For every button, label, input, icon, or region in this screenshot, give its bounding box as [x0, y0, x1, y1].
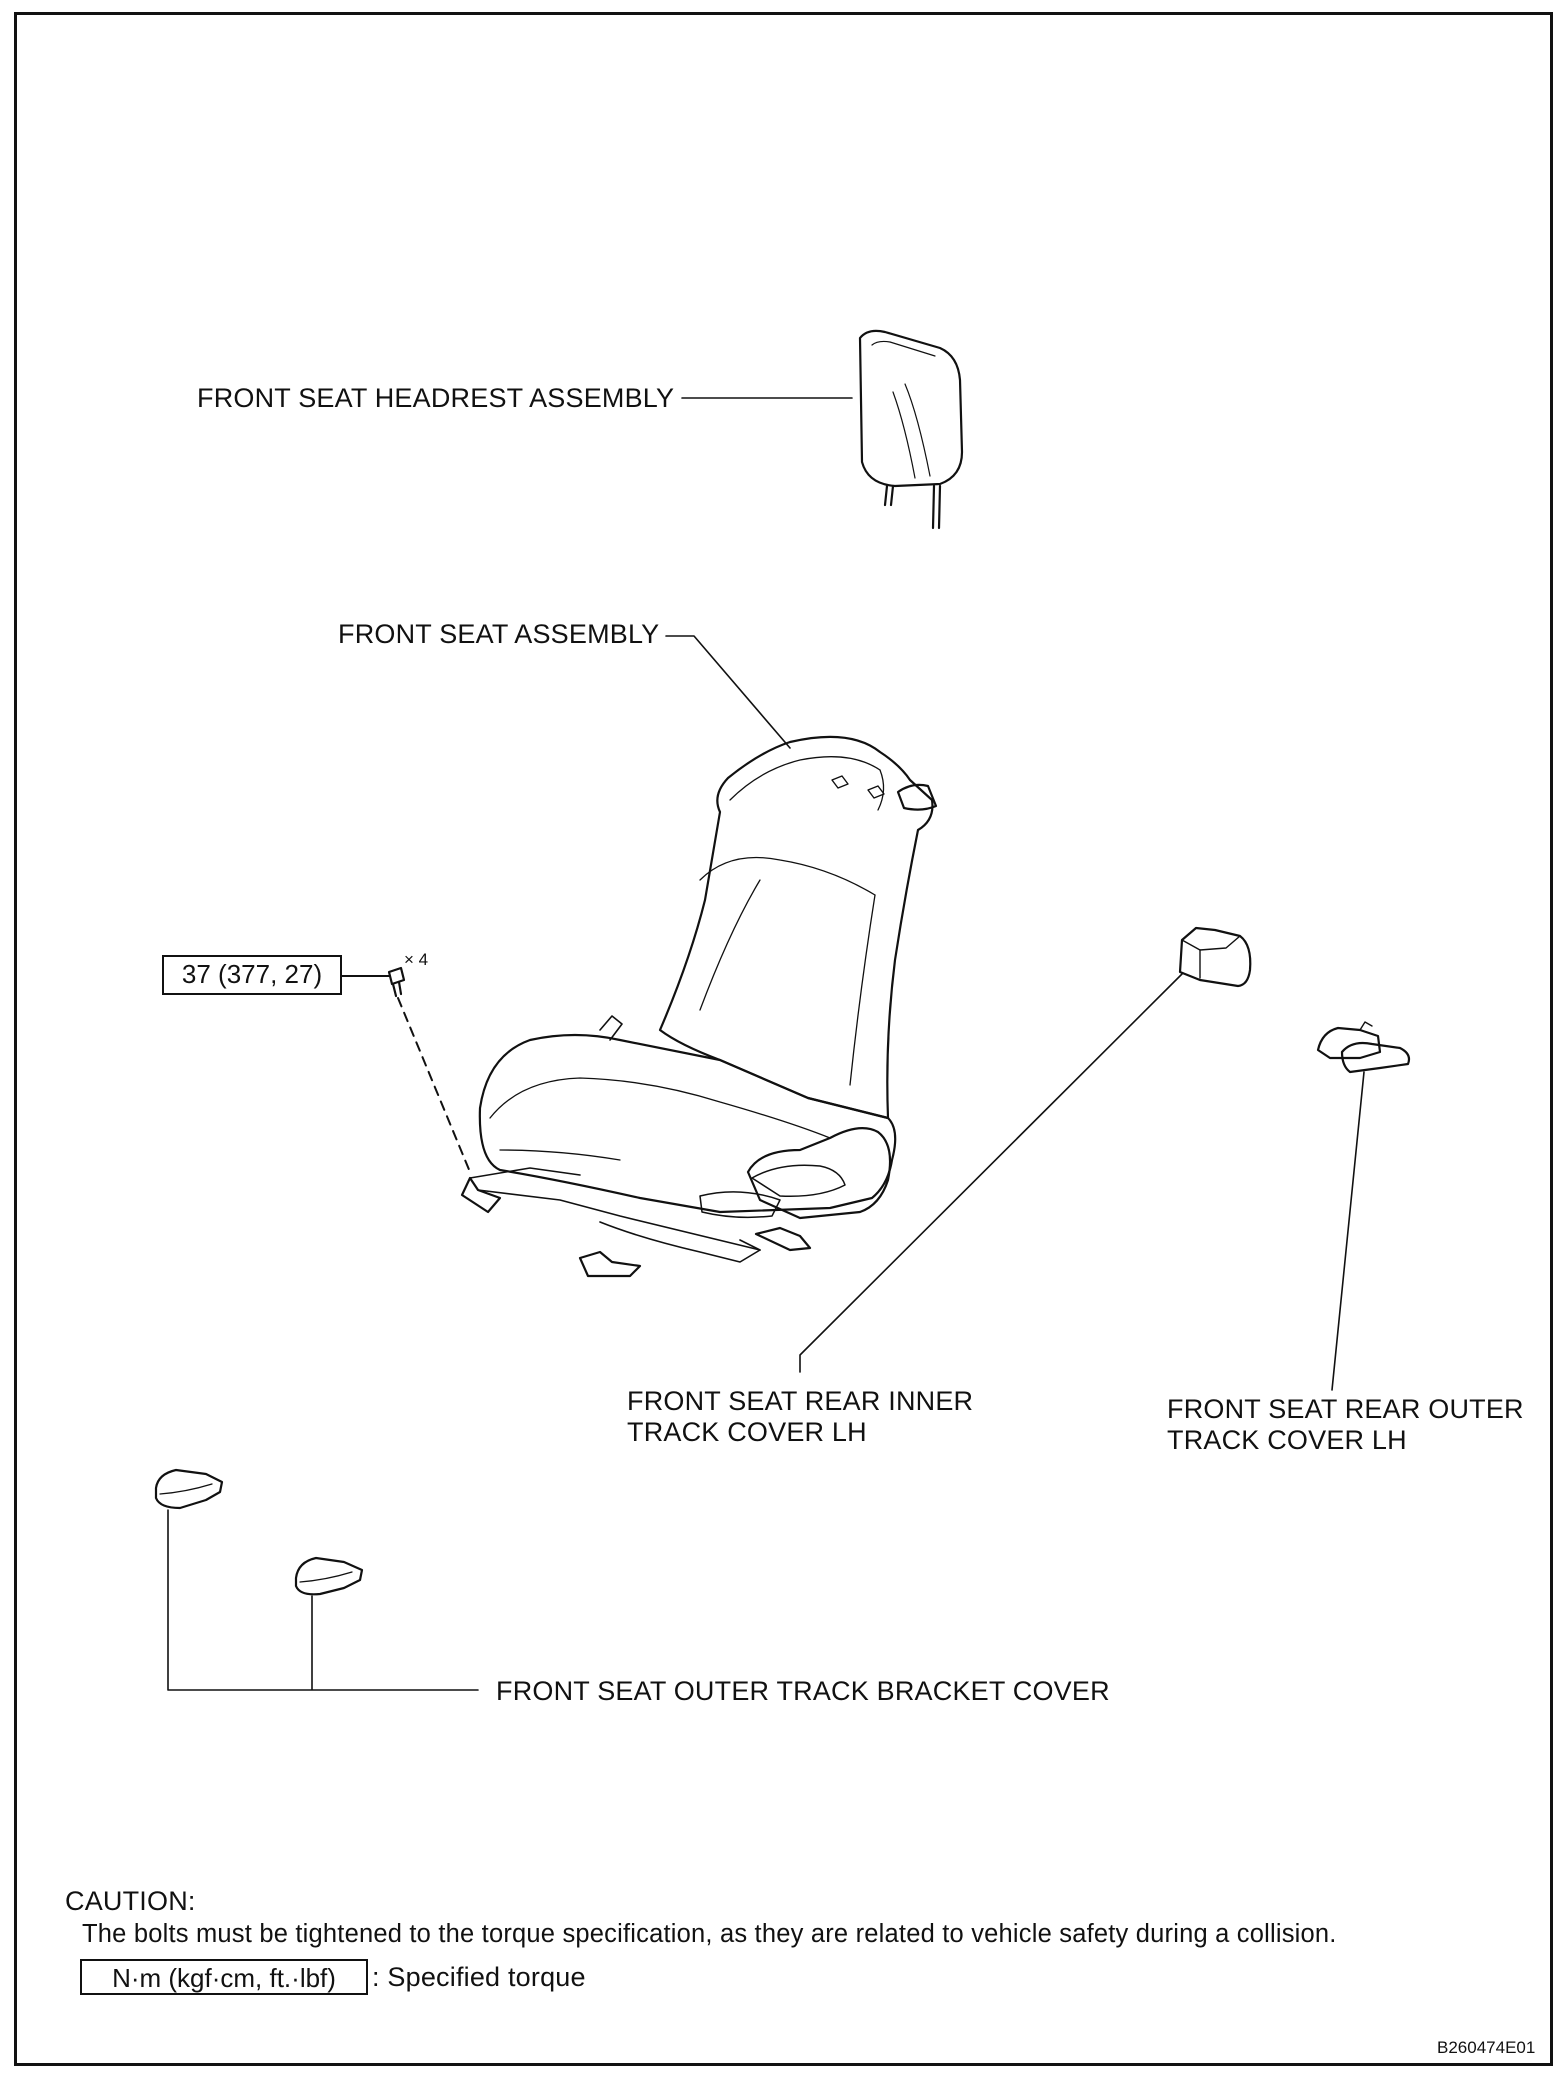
figure-id: B260474E01 — [1437, 2038, 1536, 2057]
headrest-icon — [858, 329, 964, 530]
rear-inner-cover-label-2: TRACK COVER LH — [627, 1417, 867, 1447]
diagram-frame — [14, 12, 1553, 2066]
bracket-cover-2-icon — [294, 1556, 364, 1596]
rear-inner-track-cover-icon — [1178, 926, 1252, 988]
torque-legend-text: : Specified torque — [372, 1962, 586, 1992]
rear-outer-cover-label-1: FRONT SEAT REAR OUTER — [1167, 1394, 1524, 1424]
rear-outer-cover-label-2: TRACK COVER LH — [1167, 1425, 1407, 1455]
bracket-cover-leader-lines — [167, 1509, 479, 1691]
headrest-label: FRONT SEAT HEADREST ASSEMBLY — [197, 383, 675, 413]
caution-text: The bolts must be tightened to the torqu… — [82, 1920, 1337, 1948]
bolt-quantity: × 4 — [404, 950, 429, 969]
caution-heading: CAUTION: — [65, 1886, 196, 1916]
bracket-cover-label: FRONT SEAT OUTER TRACK BRACKET COVER — [496, 1676, 1110, 1706]
rear-inner-leader-line — [799, 973, 1183, 1373]
front-seat-icon — [460, 735, 938, 1278]
bolt-icon — [387, 966, 406, 998]
bolt-dashed-line — [397, 997, 471, 1173]
rear-outer-track-cover-icon — [1316, 1021, 1411, 1074]
rear-outer-leader-line — [1331, 1071, 1365, 1391]
seat-leader-line — [665, 635, 791, 749]
torque-legend-box: N·m (kgf·cm, ft.·lbf) — [80, 1959, 368, 1995]
torque-value-box: 37 (377, 27) — [162, 955, 342, 995]
rear-inner-cover-label-1: FRONT SEAT REAR INNER — [627, 1386, 974, 1416]
seat-label: FRONT SEAT ASSEMBLY — [338, 619, 660, 649]
bracket-cover-1-icon — [154, 1468, 224, 1510]
